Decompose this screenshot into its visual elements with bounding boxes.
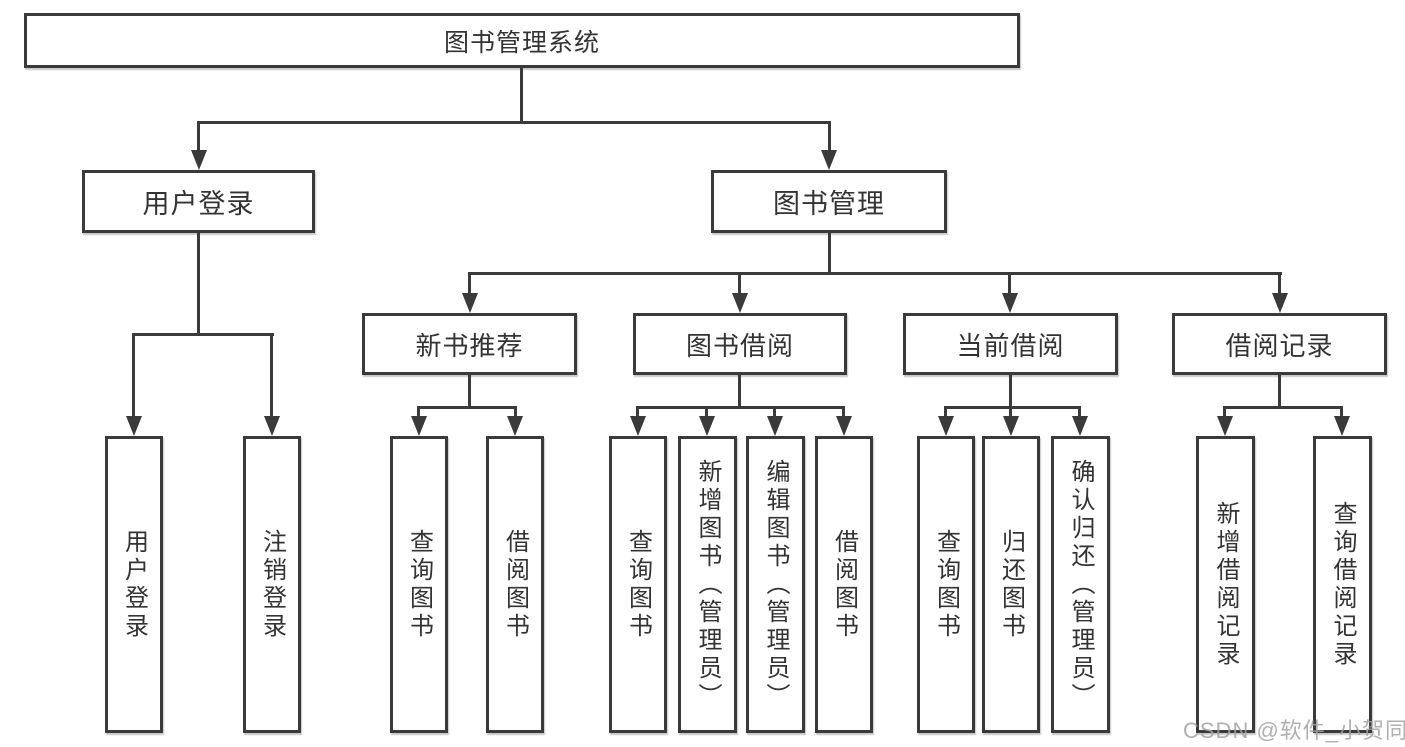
arrowhead-down-icon [1003,416,1019,436]
connector [1278,375,1281,409]
connector [1340,406,1343,419]
connector [197,233,200,336]
connector [468,272,471,298]
node-user-login: 用户登录 [82,170,315,233]
leaf-bb-add-book-admin: 新增图书（管理员） [678,436,737,733]
leaf-br-add-borrow-record: 新增借阅记录 [1196,436,1255,733]
arrowhead-down-icon [1334,416,1350,436]
leaf-cb-confirm-return-admin: 确认归还（管理员） [1051,436,1110,733]
connector [468,272,1282,275]
connector [270,333,273,419]
connector [1009,375,1012,409]
arrowhead-down-icon [938,416,954,436]
arrowhead-down-icon [507,416,523,436]
arrowhead-down-icon [767,416,783,436]
leaf-nbr-query-books: 查询图书 [390,436,448,733]
arrowhead-down-icon [821,150,837,170]
arrowhead-down-icon [126,416,142,436]
arrowhead-down-icon [732,293,748,313]
arrowhead-down-icon [1272,293,1288,313]
node-book-management: 图书管理 [711,170,947,233]
connector [1008,272,1011,298]
arrowhead-down-icon [1072,416,1088,436]
connector [468,375,471,409]
connector [520,68,523,124]
connector [842,406,845,419]
connector [773,406,776,419]
arrowhead-down-icon [462,293,478,313]
connector [1009,406,1012,419]
connector [198,121,831,124]
connector [514,406,517,419]
csdn-watermark: CSDN @软件_小贺同学 [1183,718,1405,743]
arrowhead-down-icon [411,416,427,436]
connector [636,406,845,409]
node-borrow-records: 借阅记录 [1172,313,1387,375]
arrowhead-down-icon [191,150,207,170]
connector [738,272,741,298]
connector [1278,272,1281,298]
connector [944,406,1081,409]
connector [197,121,200,153]
leaf-cb-return-books: 归还图书 [982,436,1040,733]
node-root-book-management-system: 图书管理系统 [24,13,1020,68]
arrowhead-down-icon [836,416,852,436]
connector [705,406,708,419]
connector [828,121,831,153]
connector [944,406,947,419]
connector [133,333,274,336]
connector [738,375,741,409]
connector [417,406,517,409]
leaf-logout: 注销登录 [243,436,301,733]
node-current-borrow: 当前借阅 [903,313,1118,375]
connector [1223,406,1226,419]
arrowhead-down-icon [699,416,715,436]
leaf-bb-edit-book-admin: 编辑图书（管理员） [746,436,805,733]
leaf-bb-query-books: 查询图书 [609,436,667,733]
connector [132,333,135,419]
leaf-bb-borrow-books: 借阅图书 [815,436,873,733]
connector [417,406,420,419]
connector [1223,406,1343,409]
leaf-user-login: 用户登录 [105,436,163,733]
node-new-book-recommend: 新书推荐 [362,313,577,375]
leaf-br-query-borrow-record: 查询借阅记录 [1313,436,1372,733]
connector [636,406,639,419]
connector [828,233,831,275]
connector [1078,406,1081,419]
arrowhead-down-icon [630,416,646,436]
leaf-nbr-borrow-books: 借阅图书 [486,436,544,733]
arrowhead-down-icon [1217,416,1233,436]
arrowhead-down-icon [264,416,280,436]
node-book-borrow: 图书借阅 [633,313,847,375]
arrowhead-down-icon [1002,293,1018,313]
leaf-cb-query-books: 查询图书 [917,436,975,733]
